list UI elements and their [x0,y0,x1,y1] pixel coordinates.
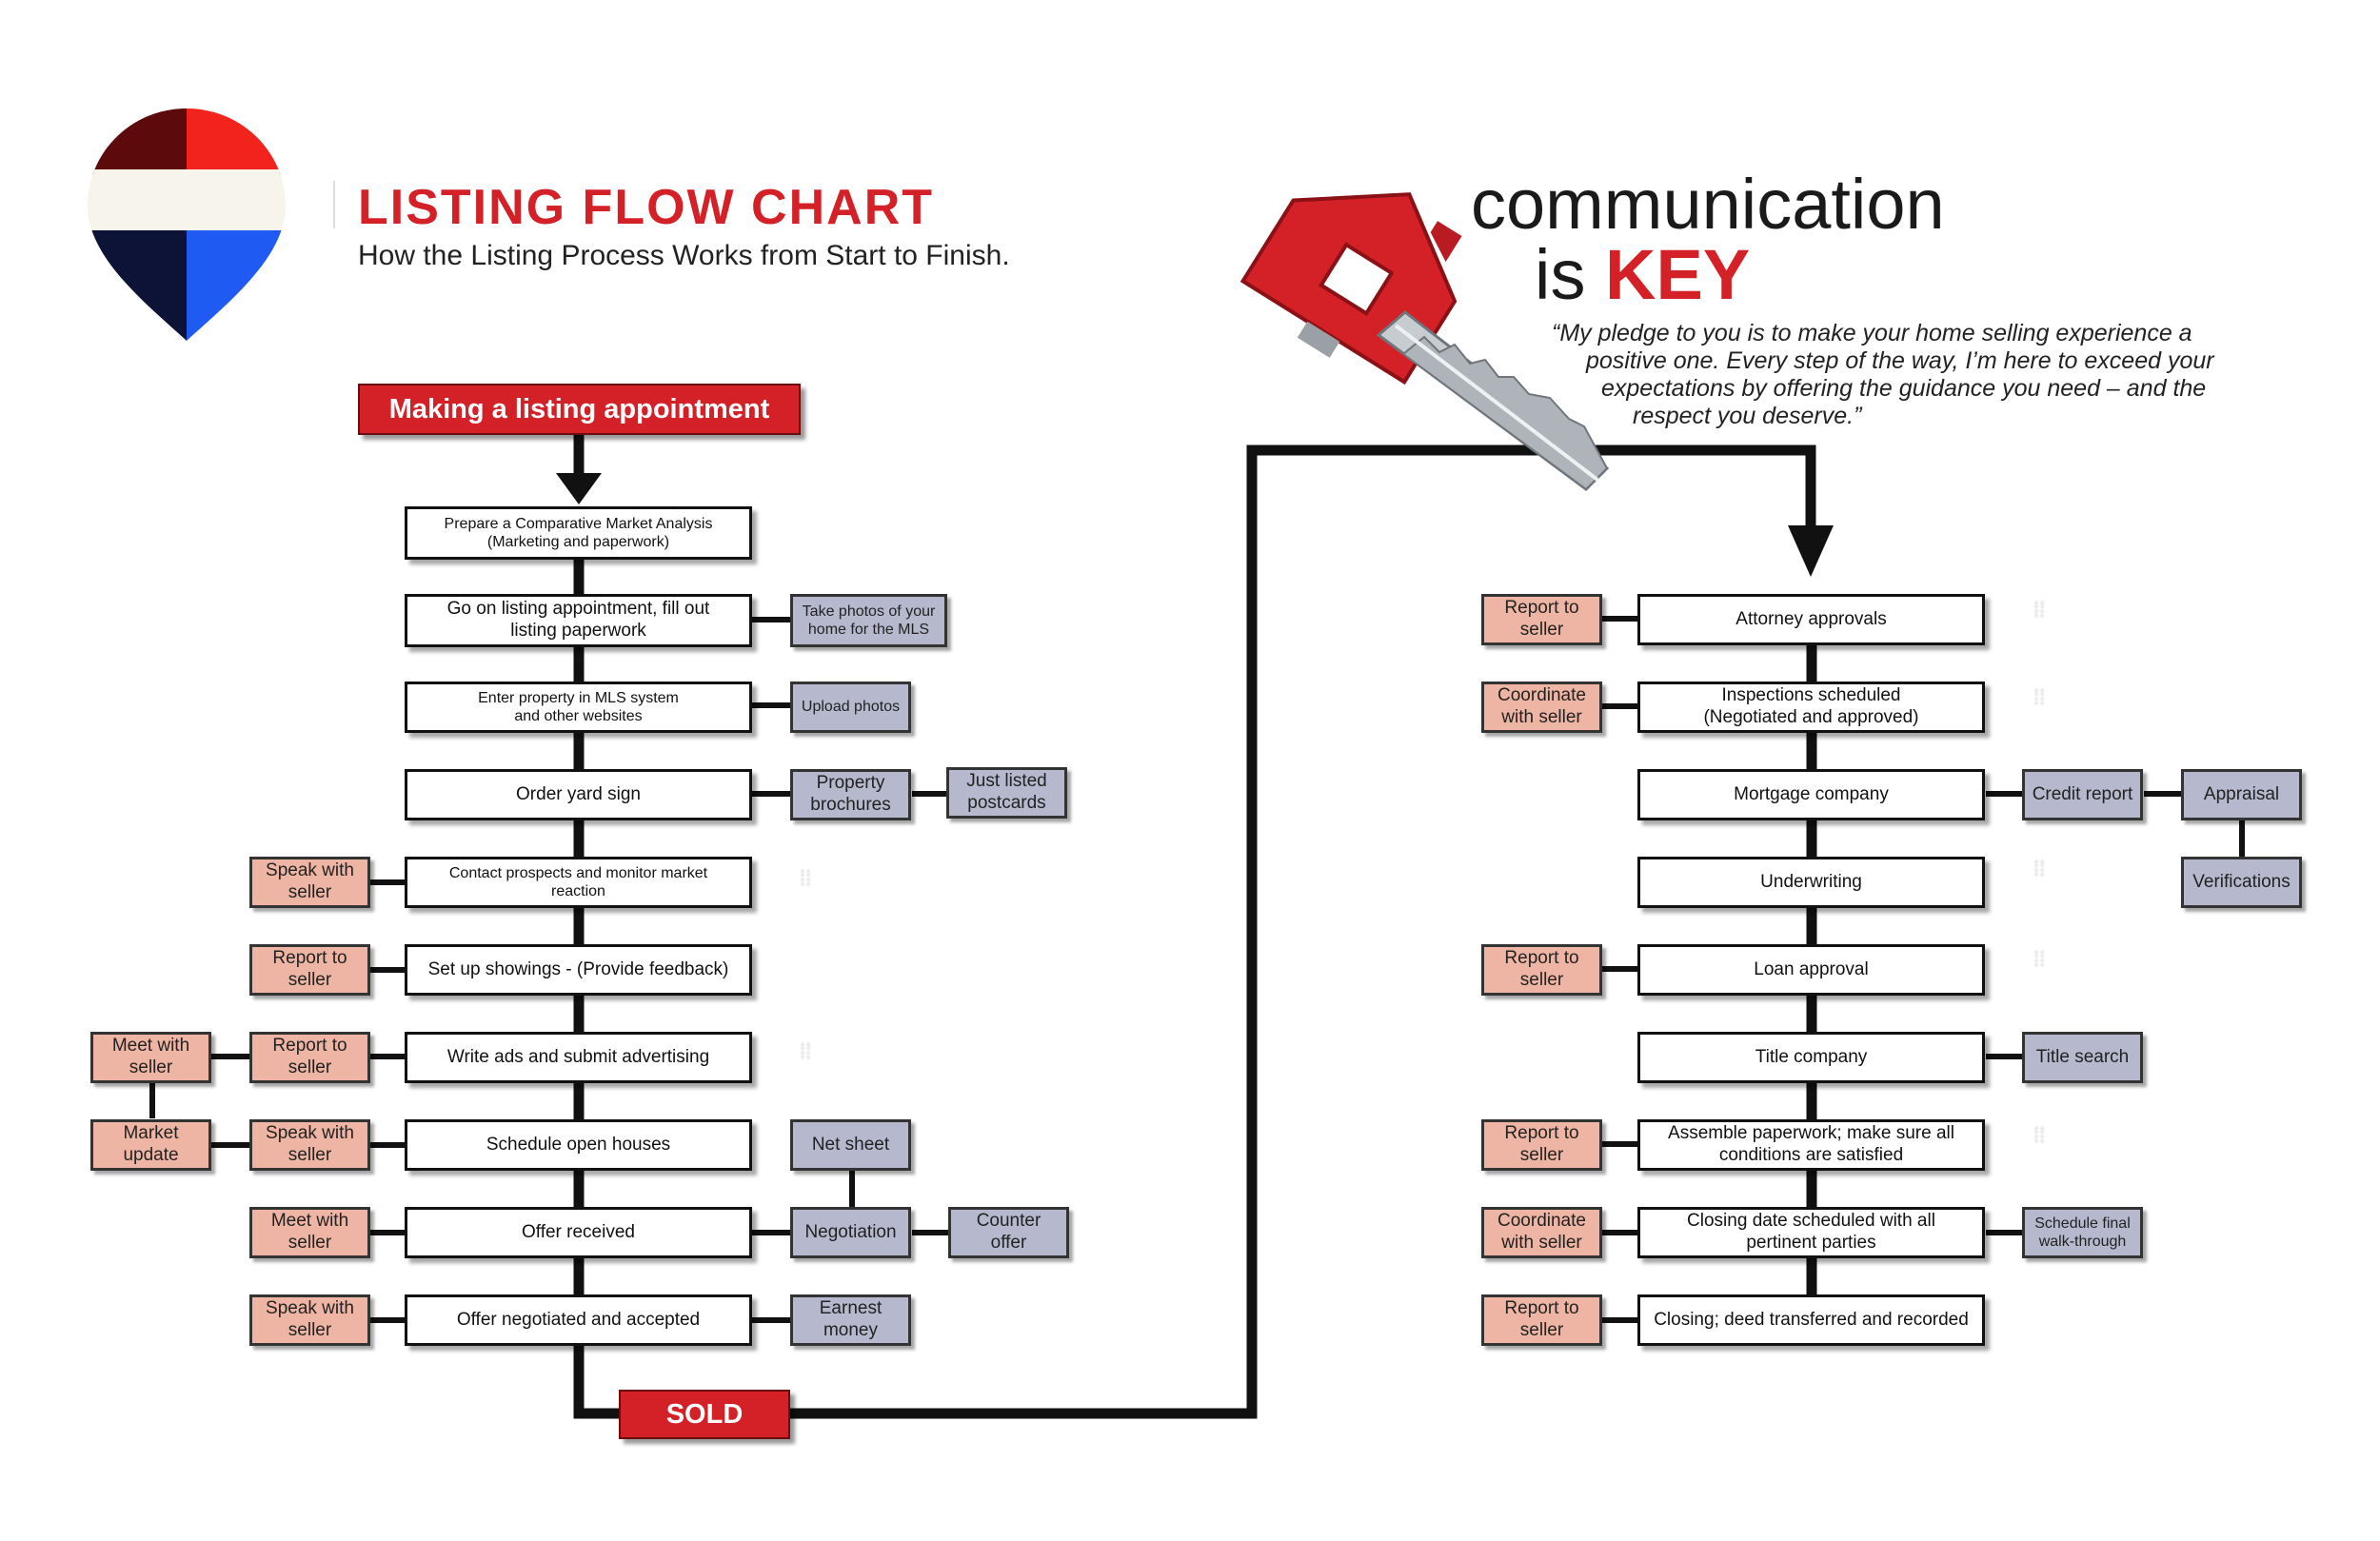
faint-mark: ⁞⁞ [2033,947,2046,971]
header-divider [333,181,335,228]
step-offer-accepted: Offer negotiated and accepted [405,1294,752,1346]
market-update-box: Market update [90,1119,211,1171]
step-underwriting: Underwriting [1637,857,1985,908]
sold-badge: SOLD [619,1390,790,1439]
step-closing-date: Closing date scheduled with all pertinen… [1637,1207,1985,1258]
schedule-walkthrough-box: Schedule final walk-through [2022,1207,2143,1258]
report-to-seller-box: Report to seller [1481,1119,1602,1171]
step-mortgage-company: Mortgage company [1637,769,1985,820]
communication-heading: communication [1471,165,1945,244]
step-enter-mls: Enter property in MLS system and other w… [405,682,752,733]
step-inspections-scheduled: Inspections scheduled (Negotiated and ap… [1637,682,1985,733]
step-assemble-paperwork: Assemble paperwork; make sure all condit… [1637,1119,1985,1171]
speak-with-seller-box: Speak with seller [249,1294,370,1346]
is-key-heading: is KEY [1535,234,1750,315]
step-offer-received: Offer received [405,1207,752,1258]
credit-report-box: Credit report [2022,769,2143,820]
appraisal-box: Appraisal [2181,769,2302,820]
step-loan-approval: Loan approval [1637,944,1985,996]
report-to-seller-box: Report to seller [249,1032,370,1083]
balloon-logo-icon [88,109,286,341]
is-text: is [1535,235,1586,314]
step-schedule-open-houses: Schedule open houses [405,1119,752,1171]
quote-line: respect you deserve.” [1633,403,1862,429]
step-attorney-approvals: Attorney approvals [1637,594,1985,645]
report-to-seller-box: Report to seller [1481,1294,1602,1346]
faint-mark: ⁞⁞ [800,866,812,890]
counter-offer-box: Counter offer [948,1207,1069,1258]
report-to-seller-box: Report to seller [1481,944,1602,996]
step-set-up-showings: Set up showings - (Provide feedback) [405,944,752,996]
coordinate-with-seller-box: Coordinate with seller [1481,682,1602,733]
faint-mark: ⁞⁞ [2033,1123,2046,1147]
title-search-box: Title search [2022,1032,2143,1083]
faint-mark: ⁞⁞ [800,1039,812,1063]
step-closing-deed: Closing; deed transferred and recorded [1637,1294,1985,1346]
step-listing-appointment: Go on listing appointment, fill out list… [405,594,752,647]
meet-with-seller-box: Meet with seller [249,1207,370,1258]
step-contact-prospects: Contact prospects and monitor market rea… [405,857,752,908]
quote-line: positive one. Every step of the way, I’m… [1586,347,2214,374]
page-title: LISTING FLOW CHART [358,180,935,235]
report-to-seller-box: Report to seller [1481,594,1602,645]
key-text: KEY [1605,235,1751,314]
faint-mark: ⁞⁞ [2033,598,2046,622]
faint-mark: ⁞⁞ [2033,857,2046,880]
just-listed-postcards-box: Just listed postcards [946,767,1067,819]
step-write-ads: Write ads and submit advertising [405,1032,752,1083]
house-key-icon [1240,192,1610,491]
meet-with-seller-box: Meet with seller [90,1032,211,1083]
step-prepare-cma: Prepare a Comparative Market Analysis (M… [405,506,752,560]
net-sheet-box: Net sheet [790,1119,911,1171]
start-listing-appointment: Making a listing appointment [358,384,801,435]
coordinate-with-seller-box: Coordinate with seller [1481,1207,1602,1258]
page-subtitle: How the Listing Process Works from Start… [358,240,1010,271]
quote-line: expectations by offering the guidance yo… [1601,375,2207,402]
faint-mark: ⁞⁞ [2033,685,2046,709]
step-title-company: Title company [1637,1032,1985,1083]
upload-photos-box: Upload photos [790,682,911,733]
earnest-money-box: Earnest money [790,1294,911,1346]
speak-with-seller-box: Speak with seller [249,857,370,908]
pledge-quote: “My pledge to you is to make your home s… [1552,320,2294,430]
speak-with-seller-box: Speak with seller [249,1119,370,1171]
verifications-box: Verifications [2181,857,2302,908]
quote-line: “My pledge to you is to make your home s… [1552,320,2192,346]
property-brochures-box: Property brochures [790,769,911,820]
negotiation-box: Negotiation [790,1207,911,1258]
take-photos-box: Take photos of your home for the MLS [790,594,947,647]
step-order-yard-sign: Order yard sign [405,769,752,820]
report-to-seller-box: Report to seller [249,944,370,996]
